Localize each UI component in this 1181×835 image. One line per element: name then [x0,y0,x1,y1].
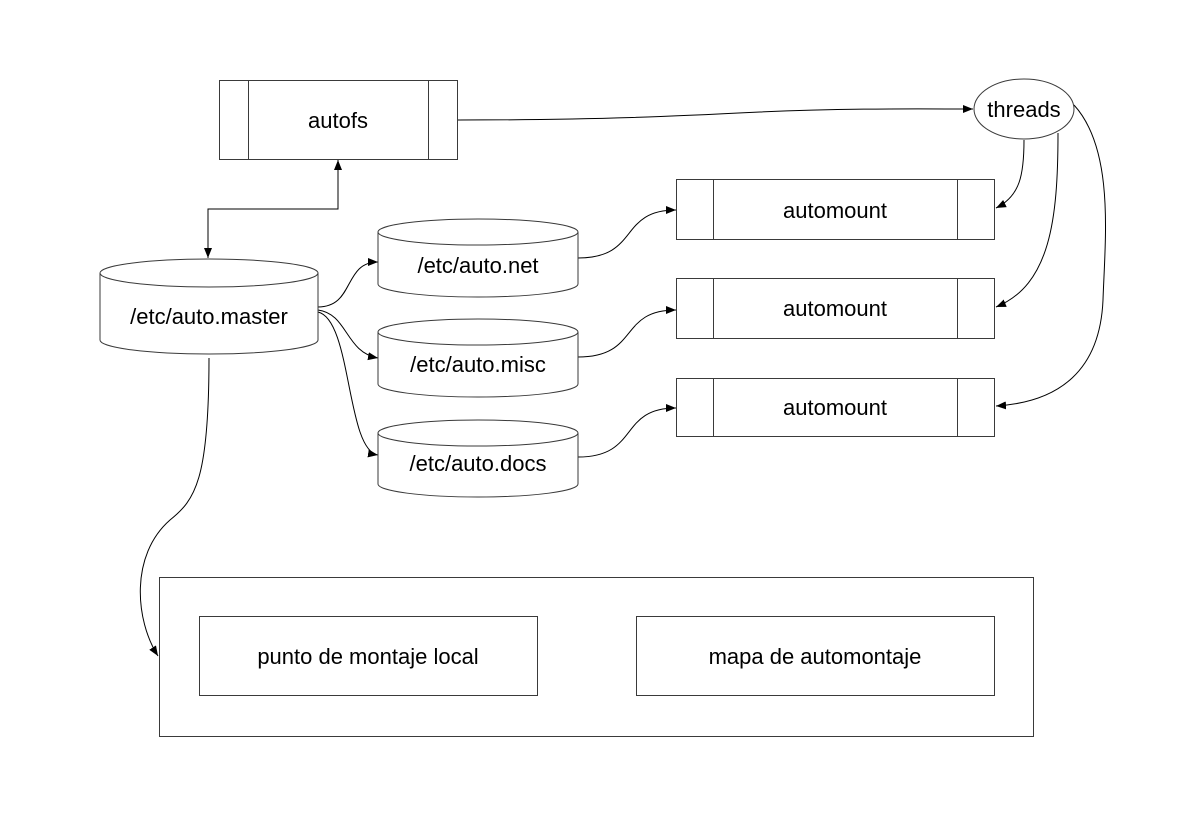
node-automount-1: automount [676,179,995,240]
node-auto-net-label: /etc/auto.net [417,253,538,278]
node-threads-label: threads [987,97,1060,122]
node-mount-point-label: punto de montaje local [257,644,478,669]
edge-threads-automount-3 [995,104,1106,410]
node-auto-docs-label: /etc/auto.docs [410,451,547,476]
node-automount-3-label: automount [783,395,887,420]
node-automount-map: mapa de automontaje [636,616,995,696]
edge-misc-automount-2 [577,306,677,358]
node-auto-net: /etc/auto.net [377,218,579,298]
edge-master-docs [317,311,379,458]
edge-net-automount-1 [577,206,677,259]
node-auto-master-label: /etc/auto.master [130,304,288,329]
edge-master-misc [317,309,379,361]
edge-master-map-group [139,357,210,657]
node-autofs-label: autofs [308,108,368,133]
edge-docs-automount-3 [577,404,677,458]
node-mount-point: punto de montaje local [199,616,538,696]
edge-master-net [317,258,379,308]
node-autofs: autofs [219,80,458,160]
map-entry-group: punto de montaje local mapa de automonta… [159,577,1034,737]
node-automount-3: automount [676,378,995,437]
node-automount-map-label: mapa de automontaje [709,644,922,669]
node-auto-misc: /etc/auto.misc [377,318,579,398]
node-automount-2: automount [676,278,995,339]
edge-threads-automount-1 [995,139,1025,209]
edge-autofs-threads [457,104,974,121]
node-auto-docs: /etc/auto.docs [377,419,579,498]
node-auto-master: /etc/auto.master [99,258,319,355]
node-automount-1-label: automount [783,198,887,223]
node-threads: threads [973,78,1075,140]
node-auto-misc-label: /etc/auto.misc [410,352,546,377]
node-automount-2-label: automount [783,296,887,321]
edge-threads-automount-2 [995,132,1059,308]
edge-autofs-auto-master [204,160,342,258]
